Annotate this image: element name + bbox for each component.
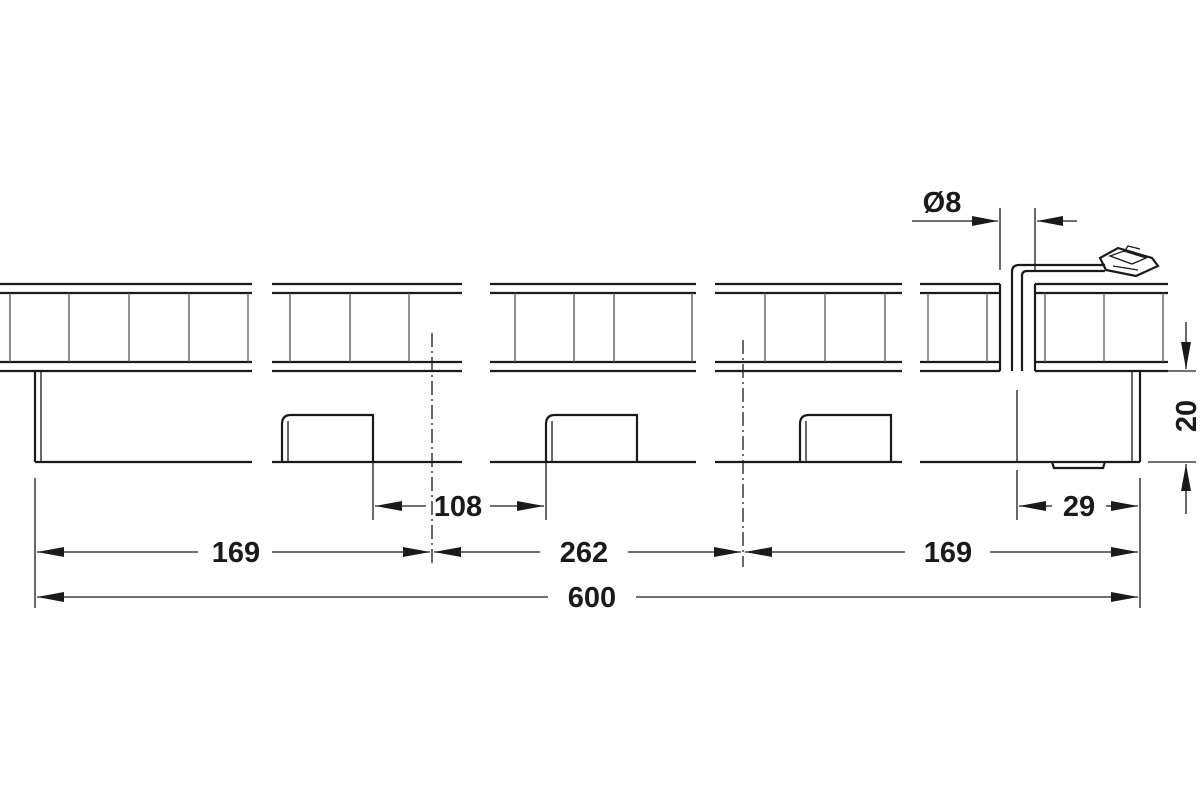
center-lines [431, 333, 744, 567]
dimension-169-left [37, 547, 430, 557]
dimension-label-262: 262 [560, 537, 608, 569]
dimension-label-169-left: 169 [212, 537, 260, 569]
dimension-diameter-8 [912, 216, 1077, 226]
dimension-29 [1019, 501, 1138, 511]
dimension-label-108: 108 [434, 491, 482, 523]
dimension-169-right [745, 547, 1138, 557]
top-rail [0, 282, 1168, 373]
dimension-label-20: 20 [1171, 400, 1200, 432]
dimension-label-diameter: Ø8 [923, 187, 962, 219]
dimension-262 [434, 547, 741, 557]
rail-grid [9, 293, 1164, 362]
cable-with-plug [1010, 245, 1160, 371]
dimension-label-600: 600 [568, 582, 616, 614]
strip-profile [33, 371, 1142, 470]
extension-lines [34, 208, 1196, 608]
dimension-108 [375, 501, 544, 511]
dimension-20 [1181, 322, 1191, 514]
plug-connector-icon [1098, 245, 1160, 278]
dimension-label-29: 29 [1063, 491, 1095, 523]
dimension-600 [37, 592, 1138, 602]
cable-gap [998, 284, 1037, 371]
dimension-label-169-right: 169 [924, 537, 972, 569]
